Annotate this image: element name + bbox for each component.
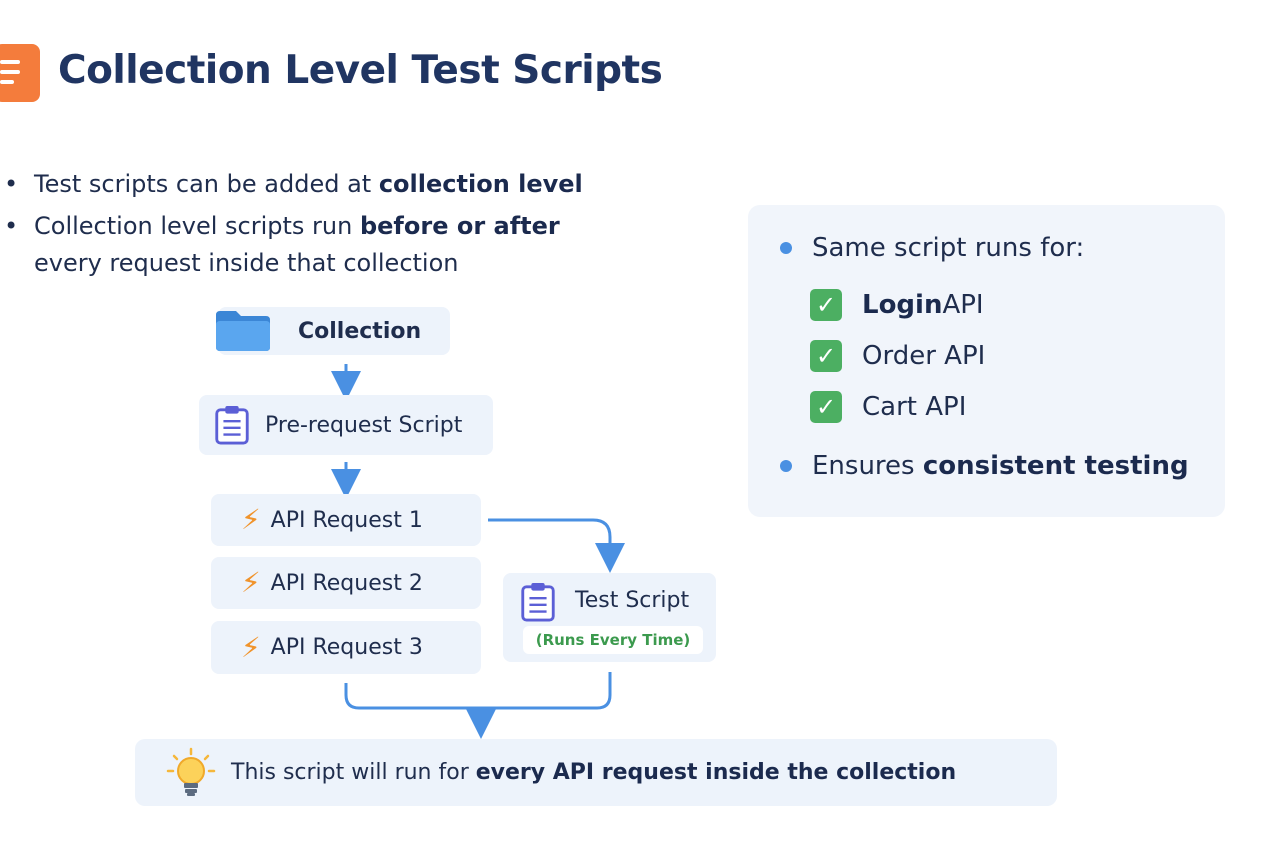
collection-box: Collection bbox=[216, 307, 450, 355]
lightbulb-icon bbox=[166, 747, 216, 796]
note-text: This script will run for every API reque… bbox=[231, 760, 957, 785]
test-script-box: Test Script bbox=[503, 573, 716, 662]
runs-every-time-badge: (Runs Every Time) bbox=[523, 626, 703, 654]
list-icon bbox=[0, 44, 40, 102]
arrow-request-to-test bbox=[488, 518, 625, 573]
lightning-icon: ⚡ bbox=[241, 503, 261, 536]
note-banner: This script will run for every API reque… bbox=[135, 739, 1057, 806]
bullet-bold: collection level bbox=[378, 170, 583, 198]
check-icon: ✓ bbox=[810, 289, 842, 321]
panel-heading: Same script runs for: bbox=[780, 233, 1084, 263]
clipboard-icon bbox=[215, 405, 249, 445]
merge-connector bbox=[344, 672, 612, 710]
panel-item-text: Order API bbox=[862, 341, 986, 371]
panel-item: ✓ Login API bbox=[810, 289, 984, 321]
bullet-text: Collection level scripts run bbox=[34, 212, 360, 240]
panel-item: ✓ Order API bbox=[810, 340, 985, 372]
panel-heading-text: Same script runs for: bbox=[812, 233, 1085, 263]
panel-item: ✓ Cart API bbox=[810, 391, 966, 423]
panel-item-text: Cart API bbox=[862, 392, 967, 422]
api-request-label: API Request 3 bbox=[270, 635, 423, 660]
bullet-list: Test scripts can be added at collection … bbox=[4, 166, 583, 282]
check-icon: ✓ bbox=[810, 391, 842, 423]
panel-footer: Ensures consistent testing bbox=[780, 451, 1189, 481]
api-request-box: ⚡ API Request 1 bbox=[211, 494, 481, 546]
panel-item-text: API bbox=[942, 290, 984, 320]
bullet-item: Test scripts can be added at collection … bbox=[4, 166, 583, 203]
panel-footer-text: Ensures bbox=[812, 451, 923, 481]
page-title: Collection Level Test Scripts bbox=[58, 48, 663, 93]
folder-icon bbox=[216, 311, 270, 351]
test-script-label: Test Script bbox=[575, 588, 690, 613]
pre-request-box: Pre-request Script bbox=[199, 395, 493, 455]
bullet-continuation: every request inside that collection bbox=[34, 249, 459, 277]
info-panel: Same script runs for: ✓ Login API ✓ Orde… bbox=[748, 205, 1225, 517]
api-request-label: API Request 1 bbox=[270, 507, 423, 533]
bullet-item: Collection level scripts run before or a… bbox=[4, 208, 583, 282]
api-request-box: ⚡ API Request 2 bbox=[211, 557, 481, 609]
bullet-dot bbox=[780, 242, 792, 254]
lightning-icon: ⚡ bbox=[241, 566, 261, 599]
pre-request-label: Pre-request Script bbox=[265, 412, 463, 438]
clipboard-icon bbox=[521, 582, 555, 622]
bullet-text: Test scripts can be added at bbox=[34, 170, 379, 198]
bullet-dot bbox=[780, 460, 792, 472]
bullet-bold: before or after bbox=[359, 212, 560, 240]
panel-item-bold: Login bbox=[862, 290, 943, 320]
panel-footer-bold: consistent testing bbox=[922, 451, 1189, 481]
collection-label: Collection bbox=[298, 318, 422, 344]
api-request-box: ⚡ API Request 3 bbox=[211, 621, 481, 674]
lightning-icon: ⚡ bbox=[241, 630, 261, 664]
api-request-label: API Request 2 bbox=[270, 570, 423, 596]
check-icon: ✓ bbox=[810, 340, 842, 372]
